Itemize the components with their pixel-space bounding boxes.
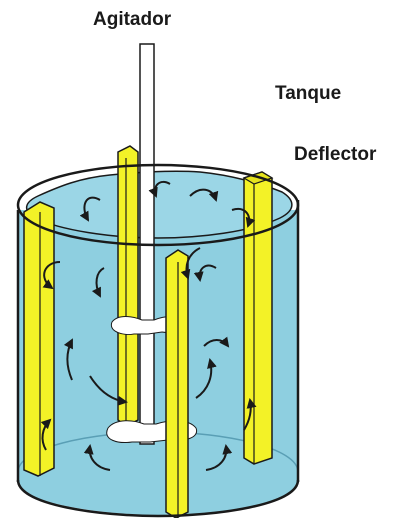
baffle-front	[166, 250, 188, 518]
tank-label: Tanque	[275, 84, 341, 103]
baffle-label: Deflector	[294, 145, 376, 164]
agitator-label: Agitador	[93, 10, 171, 29]
baffle-left	[24, 202, 54, 476]
baffle-back-center	[118, 146, 138, 426]
